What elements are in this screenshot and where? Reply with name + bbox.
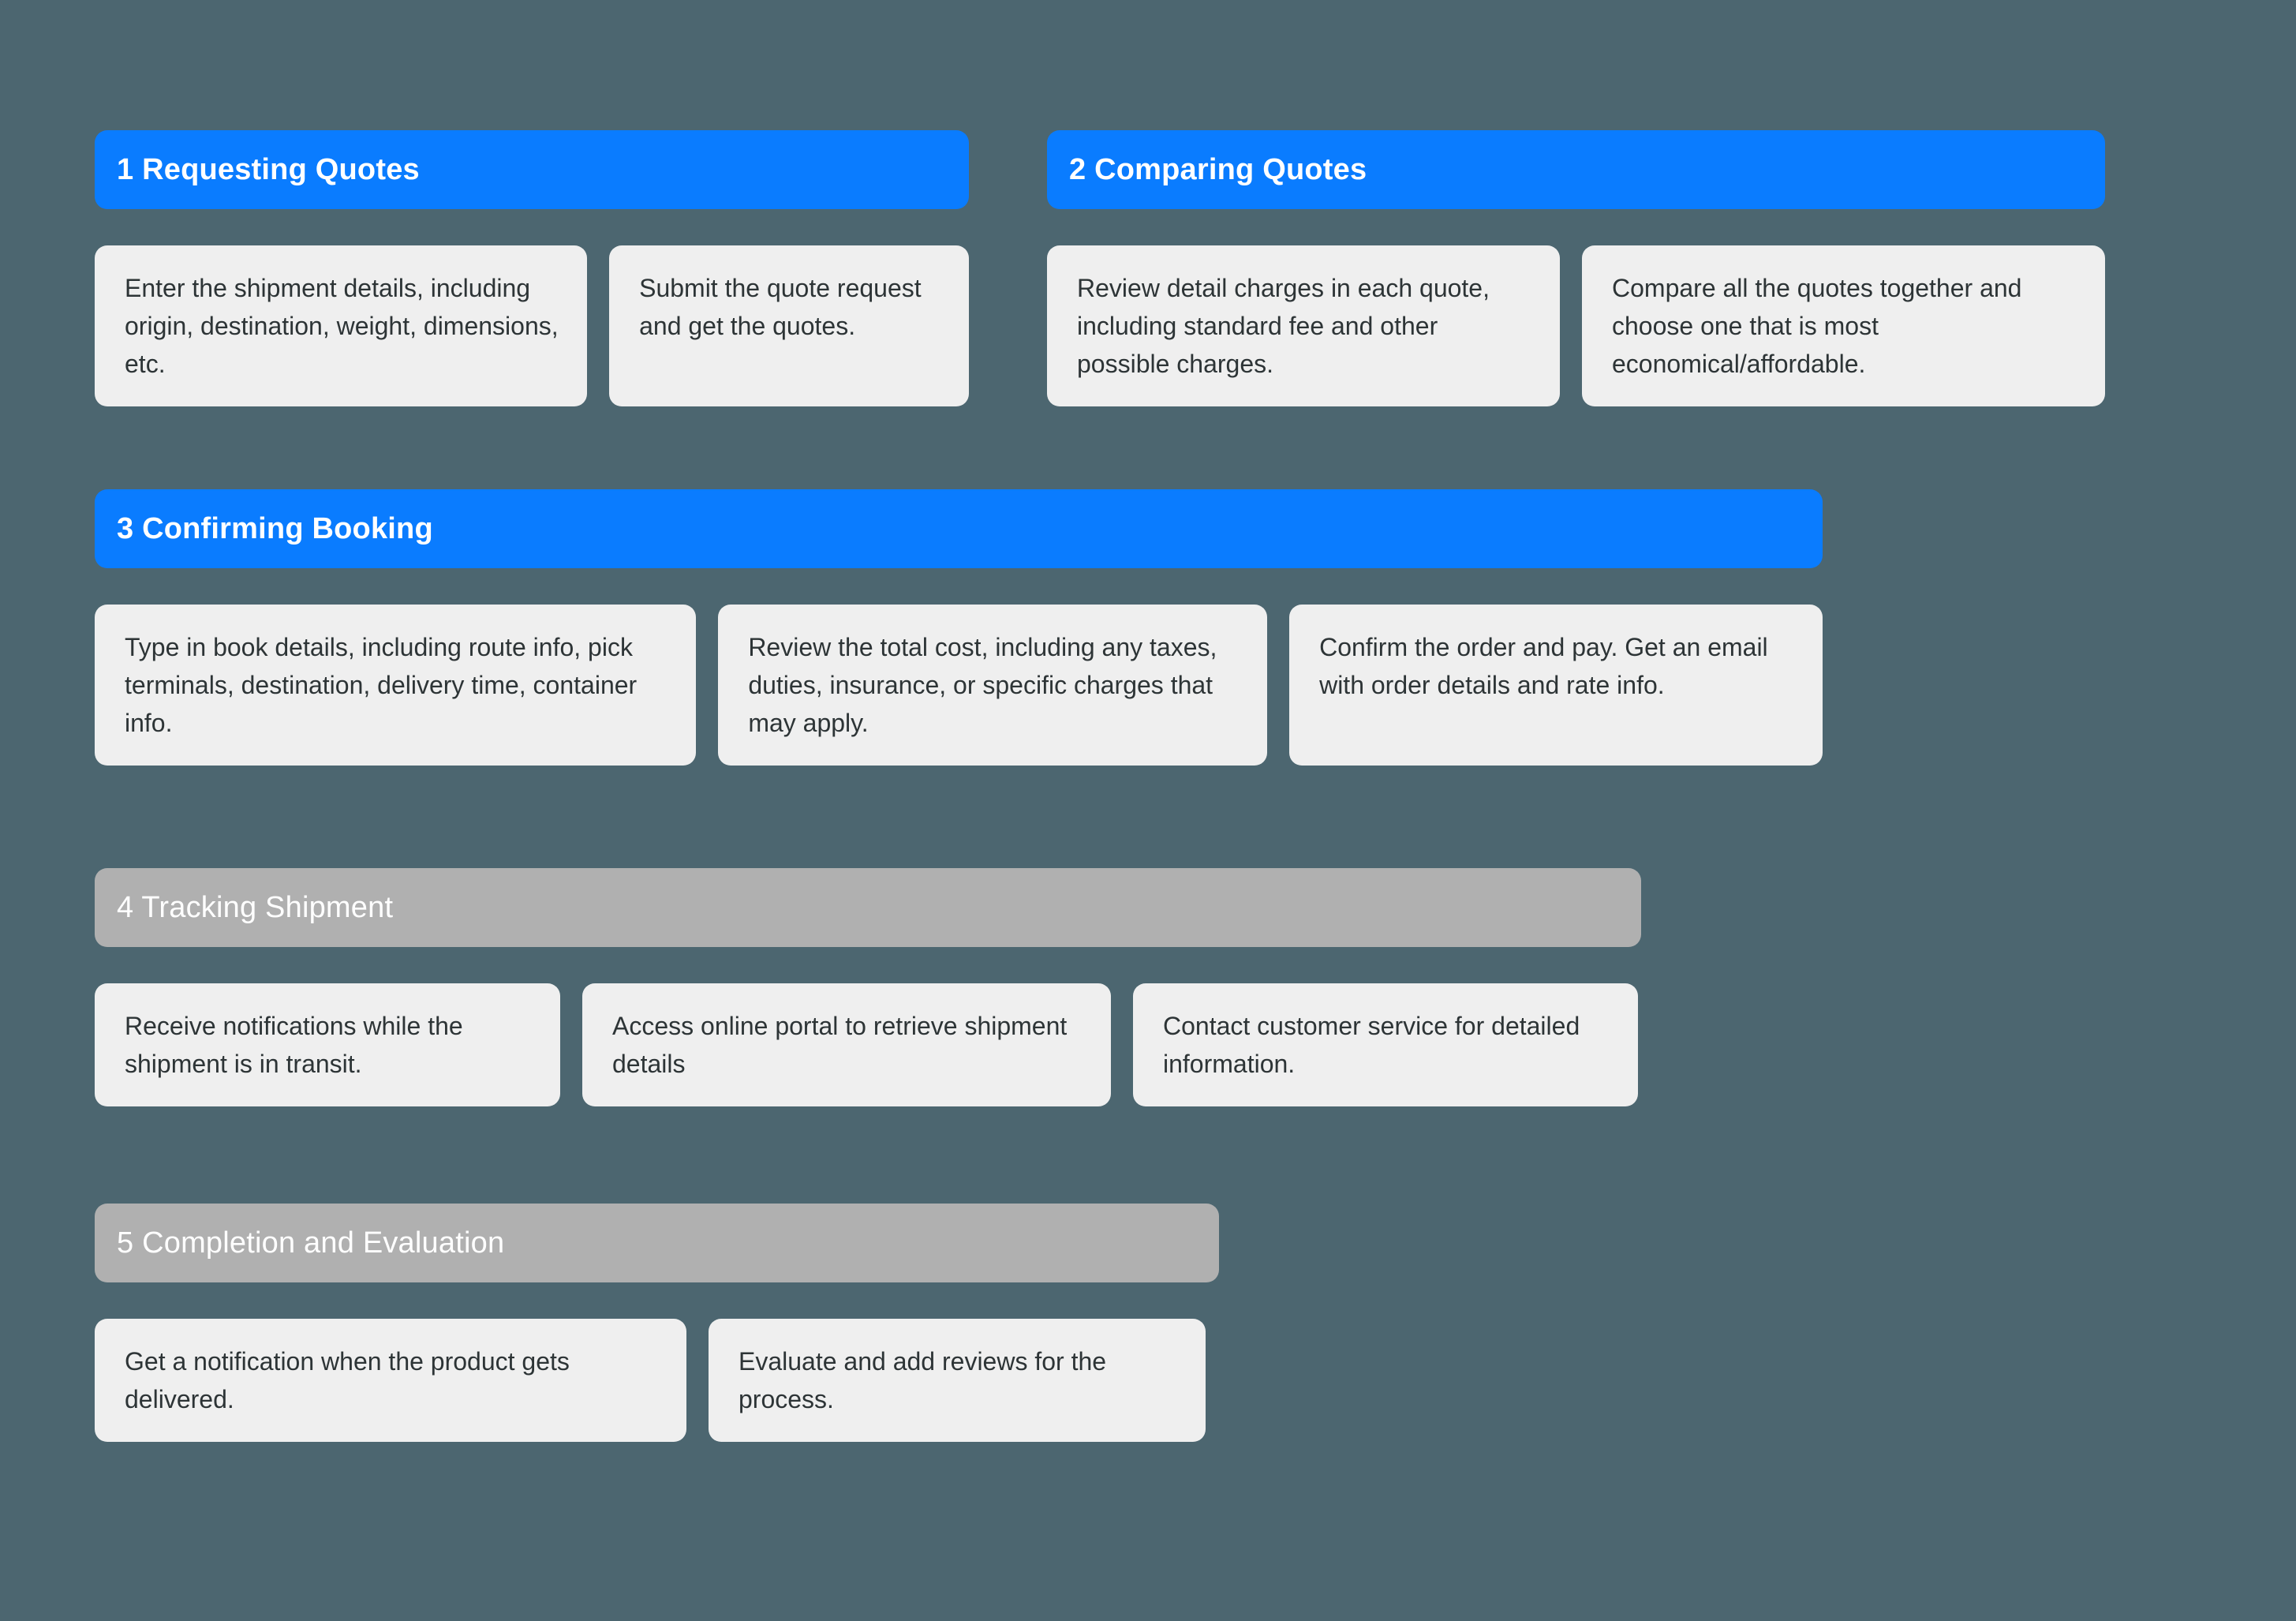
- step-card[interactable]: Review the total cost, including any tax…: [718, 605, 1268, 766]
- card-row-2: Review detail charges in each quote, inc…: [1047, 245, 2105, 406]
- card-row-1: Enter the shipment details, including or…: [95, 245, 969, 406]
- section-comparing-quotes: 2 Comparing Quotes Review detail charges…: [1047, 130, 2105, 406]
- step-card[interactable]: Receive notifications while the shipment…: [95, 983, 560, 1106]
- section-header-5[interactable]: 5 Completion and Evaluation: [95, 1204, 1219, 1282]
- step-card[interactable]: Submit the quote request and get the quo…: [609, 245, 969, 406]
- step-card[interactable]: Enter the shipment details, including or…: [95, 245, 588, 406]
- step-card[interactable]: Contact customer service for detailed in…: [1133, 983, 1638, 1106]
- card-row-3: Type in book details, including route in…: [95, 605, 1823, 766]
- section-tracking-shipment: 4 Tracking Shipment Receive notification…: [95, 868, 1641, 1106]
- section-header-4[interactable]: 4 Tracking Shipment: [95, 868, 1641, 947]
- card-row-4: Receive notifications while the shipment…: [95, 983, 1641, 1106]
- section-header-2[interactable]: 2 Comparing Quotes: [1047, 130, 2105, 209]
- step-card[interactable]: Evaluate and add reviews for the process…: [709, 1319, 1206, 1442]
- section-header-3[interactable]: 3 Confirming Booking: [95, 489, 1823, 568]
- card-row-5: Get a notification when the product gets…: [95, 1319, 1219, 1442]
- step-card[interactable]: Type in book details, including route in…: [95, 605, 697, 766]
- section-header-1[interactable]: 1 Requesting Quotes: [95, 130, 969, 209]
- section-confirming-booking: 3 Confirming Booking Type in book detail…: [95, 489, 1823, 766]
- step-card[interactable]: Compare all the quotes together and choo…: [1582, 245, 2105, 406]
- section-requesting-quotes: 1 Requesting Quotes Enter the shipment d…: [95, 130, 969, 406]
- section-completion-and-evaluation: 5 Completion and Evaluation Get a notifi…: [95, 1204, 1219, 1442]
- step-card[interactable]: Get a notification when the product gets…: [95, 1319, 686, 1442]
- step-card[interactable]: Access online portal to retrieve shipmen…: [582, 983, 1111, 1106]
- step-card[interactable]: Confirm the order and pay. Get an email …: [1289, 605, 1823, 766]
- step-card[interactable]: Review detail charges in each quote, inc…: [1047, 245, 1560, 406]
